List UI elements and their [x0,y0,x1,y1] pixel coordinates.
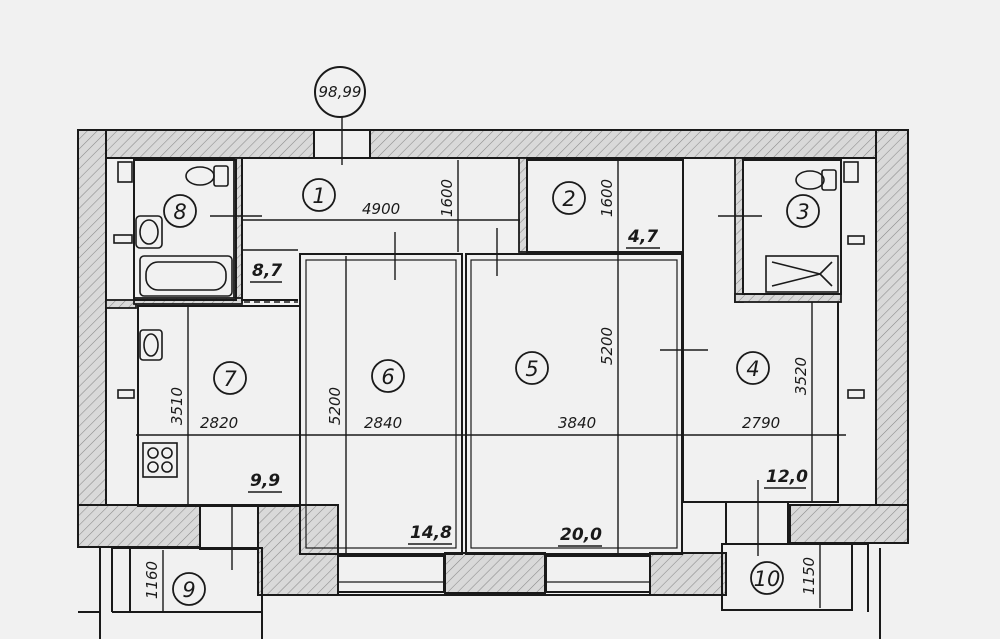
dim-1150: 1150 [800,557,818,595]
dim-5200-room5: 5200 [598,327,616,365]
window-room5 [545,555,651,593]
area-room-6: 14,8 [410,523,452,543]
bottom-wall-pier-2 [444,552,546,594]
area-room-7: 9,9 [250,471,280,491]
room-number-3: 3 [796,200,809,224]
room-number-1: 1 [312,184,325,208]
dim-2790: 2790 [742,414,780,432]
sink-room8-icon [113,215,163,249]
room-4-outline [682,160,839,503]
room-number-4: 4 [746,357,759,381]
area-room-2: 4,7 [627,227,658,247]
wall-room3-left [734,157,744,303]
bathtub-icon [139,255,233,297]
room-number-9: 9 [182,578,195,602]
area-room-4: 12,0 [766,467,808,487]
door-balcony-9 [199,504,259,550]
room-8-outline [133,159,237,301]
bottom-wall-left [77,504,201,548]
riser-icon [117,161,133,183]
fixtures [113,161,865,478]
valve-icon [847,389,865,399]
wall-room7-top [105,299,137,309]
dimension-lines [136,104,846,612]
dim-1600-right: 1600 [598,179,616,217]
bottom-wall-right [789,504,909,544]
dim-4900: 4900 [362,200,400,218]
area-room-1: 8,7 [252,261,282,281]
level-marker: 98,99 [319,83,362,101]
room-1-outline [241,158,298,301]
door-balcony-10 [725,501,789,545]
dim-1600-left: 1600 [438,179,456,217]
area-room-5: 20,0 [560,525,602,545]
dim-1160: 1160 [143,561,161,599]
toilet-room8-icon [185,165,229,187]
dim-3510: 3510 [168,387,186,425]
dim-3520: 3520 [792,357,810,395]
dim-3840: 3840 [558,414,596,432]
wall-room2-left [518,157,528,253]
room-number-10: 10 [754,567,781,591]
valve-icon [117,389,135,399]
top-wall-left [77,129,315,159]
room-5-outline [465,253,683,555]
riser-icon [843,161,859,183]
room-markers [163,178,820,606]
room-outlines [78,158,881,639]
valve-icon [847,235,865,245]
dimension-labels: 4900 1600 1600 5200 5200 3510 2820 2840 … [143,179,818,599]
shower-tray-icon [765,255,839,293]
room-areas: 8,7 4,7 12,0 20,0 14,8 9,9 [248,227,808,547]
room-numbers: 1 2 3 4 5 6 7 8 9 10 [173,184,809,602]
room-number-8: 8 [173,200,186,224]
room-3-outline [742,159,842,295]
dim-2840: 2840 [364,414,402,432]
kitchen-sink-icon [139,329,163,361]
left-wall [77,129,107,506]
wall-room3-bottom [734,293,842,303]
bottom-wall-pier-1 [257,504,339,596]
window-room6 [337,555,445,593]
bottom-wall-pier-3 [649,552,727,596]
room-number-6: 6 [381,365,394,389]
top-wall-right [369,129,909,159]
interior-walls [105,157,842,309]
dim-2820: 2820 [200,414,238,432]
toilet-room3-icon [795,169,837,191]
room-number-7: 7 [223,367,237,391]
exterior-walls [77,129,909,596]
room-10-outline [721,543,853,611]
level-marker-circle [314,66,366,118]
right-wall [875,129,909,511]
stove-icon [142,442,178,478]
room-number-5: 5 [525,357,538,381]
dim-5200-room6: 5200 [326,387,344,425]
room-number-2: 2 [562,187,575,211]
